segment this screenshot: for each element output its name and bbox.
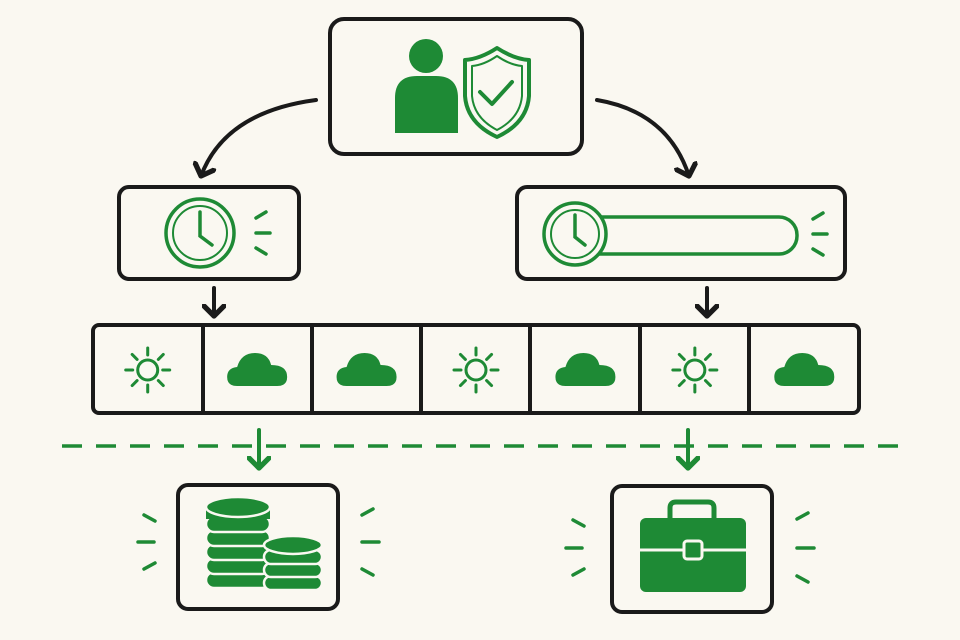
branch-node-right bbox=[515, 185, 847, 281]
shield-check-icon bbox=[463, 46, 531, 139]
cloud-icon bbox=[227, 353, 288, 386]
signal-lines-icon bbox=[254, 210, 272, 256]
clock-icon bbox=[164, 197, 236, 269]
sun-icon bbox=[452, 346, 500, 394]
cloud-icon bbox=[555, 353, 616, 386]
sun-icon bbox=[124, 346, 172, 394]
arrow-root-to-right bbox=[595, 98, 689, 176]
arrow-root-to-left bbox=[201, 98, 318, 176]
clock-icon bbox=[542, 201, 608, 267]
timeline-strip bbox=[91, 323, 861, 415]
coins-stack-icon bbox=[204, 495, 324, 592]
briefcase-icon bbox=[640, 499, 746, 592]
sun-icon bbox=[671, 346, 719, 394]
person-icon bbox=[395, 39, 458, 133]
signal-lines-icon bbox=[564, 511, 816, 584]
root-node bbox=[328, 17, 584, 156]
progress-bar bbox=[573, 215, 799, 256]
signal-lines-icon bbox=[811, 211, 829, 257]
signal-lines-icon bbox=[136, 507, 381, 577]
cloud-icon bbox=[774, 353, 835, 386]
outcome-node-briefcase bbox=[564, 484, 816, 614]
branch-node-left bbox=[117, 185, 301, 281]
cloud-icon bbox=[336, 353, 397, 386]
outcome-node-coins bbox=[136, 483, 381, 611]
